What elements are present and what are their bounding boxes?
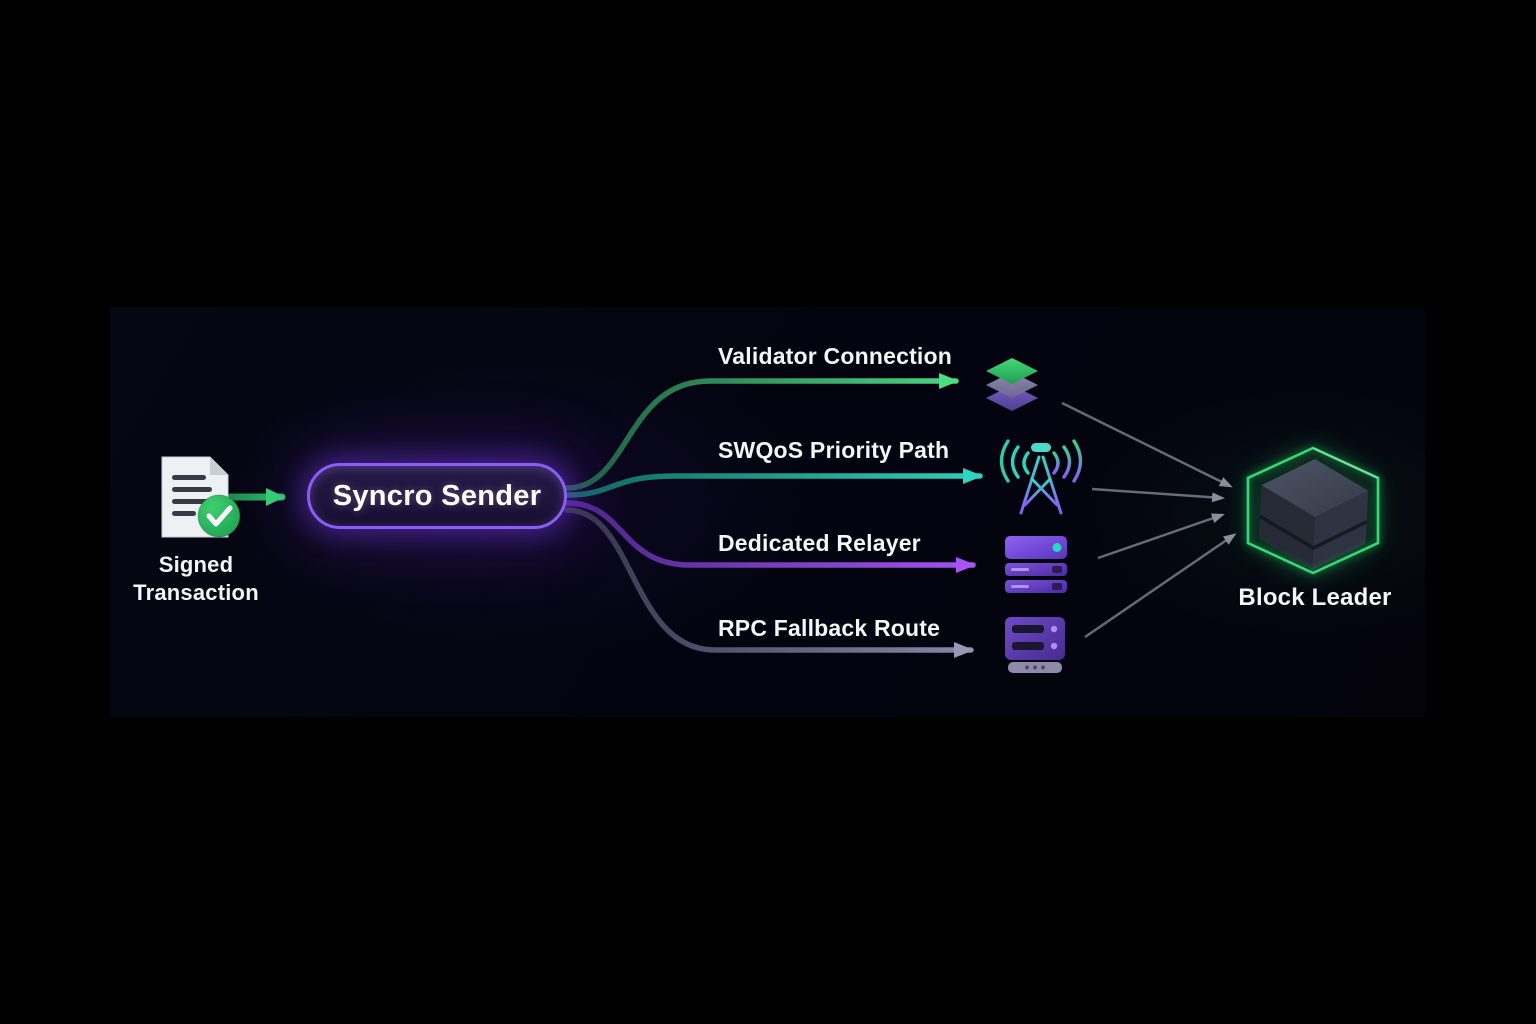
- converge-arrow-validator: [1061, 401, 1233, 488]
- validator-connection-line: [564, 373, 959, 491]
- signed-document-icon: [161, 456, 241, 538]
- source-label: Signed Transaction: [133, 552, 259, 605]
- fallback-server-icon: [1005, 617, 1065, 673]
- path-label-dedicated-relayer: Dedicated Relayer: [718, 530, 921, 556]
- converge-arrow-relayer: [1097, 513, 1225, 560]
- path-label-validator-connection: Validator Connection: [718, 343, 953, 369]
- block-cube-icon: [1241, 439, 1385, 583]
- check-icon: [197, 494, 241, 538]
- diagram-panel: Signed Transaction Syncro Sender Validat…: [110, 307, 1425, 717]
- sender-label: Syncro Sender: [332, 479, 542, 512]
- rpc-fallback-line: [564, 507, 974, 658]
- path-label-swqos-priority: SWQoS Priority Path: [718, 437, 950, 463]
- sender-box: Syncro Sender: [307, 463, 567, 529]
- converge-arrow-rpc: [1084, 533, 1237, 639]
- dedicated-relayer-line: [564, 500, 976, 573]
- path-label-rpc-fallback: RPC Fallback Route: [718, 615, 941, 641]
- connector-lines-layer: [227, 373, 1237, 658]
- swqos-priority-line: [564, 468, 983, 498]
- converge-arrow-swqos: [1091, 487, 1225, 503]
- radio-tower-icon: [999, 439, 1083, 515]
- target-label: Block Leader: [1238, 584, 1392, 611]
- stacked-layers-icon: [986, 358, 1038, 411]
- relay-server-icon: [1005, 536, 1067, 593]
